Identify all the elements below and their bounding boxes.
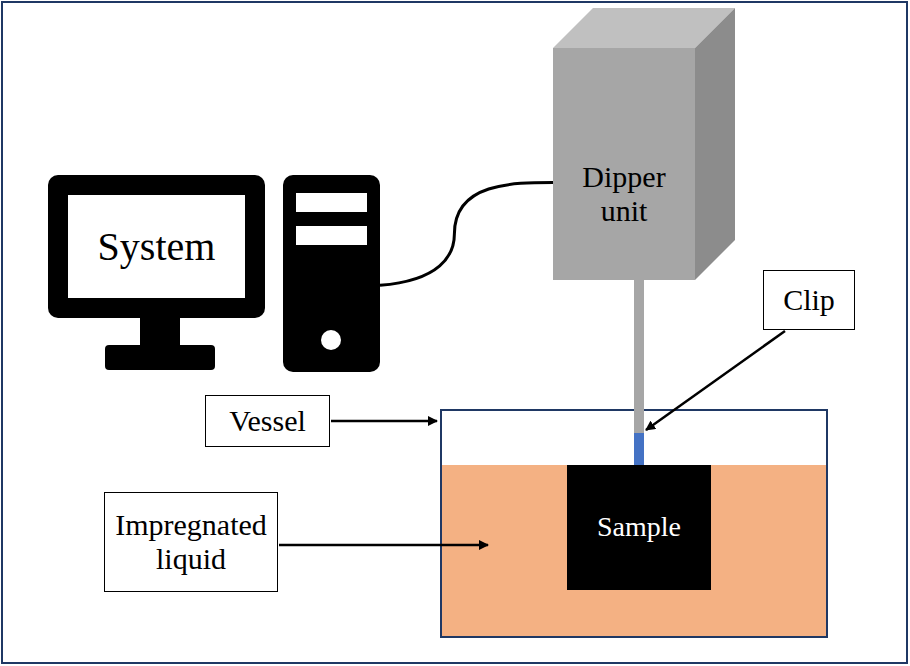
node-label: Impregnated liquid: [105, 508, 277, 577]
screen-area: System: [68, 195, 245, 298]
callout-box: Impregnated liquid: [104, 492, 278, 592]
leader-arrow: [331, 420, 437, 423]
drive-slot: [296, 193, 367, 212]
cable: [380, 183, 553, 286]
sample-block: Sample: [567, 465, 711, 590]
monitor-base: [105, 345, 215, 370]
sample-block: [567, 465, 711, 590]
power-button: [321, 330, 341, 350]
impregnated-liquid: [441, 465, 827, 637]
monitor-neck: [140, 318, 180, 346]
cube-front: [553, 48, 695, 280]
leader-arrow: [279, 544, 488, 547]
cube-side: [695, 8, 735, 280]
monitor-screen: [68, 195, 245, 298]
node-label: Dipper unit: [559, 160, 689, 229]
leader-arrow: [646, 331, 785, 430]
vessel: [441, 410, 827, 637]
dipper-unit-cube: Dipper unit: [553, 48, 695, 280]
node-label: Clip: [783, 283, 835, 318]
drive-slot: [296, 226, 367, 245]
node-label: System: [98, 224, 216, 270]
monitor-body: [48, 175, 265, 318]
computer-icon: System: [48, 175, 380, 372]
callout-box: Vessel: [205, 395, 330, 447]
dipper-rod: [634, 280, 644, 465]
clip: [634, 433, 644, 465]
node-label: Vessel: [229, 404, 306, 439]
node-label: Sample: [597, 511, 681, 543]
computer-tower: [283, 175, 380, 372]
callout-box: Clip: [763, 270, 855, 330]
